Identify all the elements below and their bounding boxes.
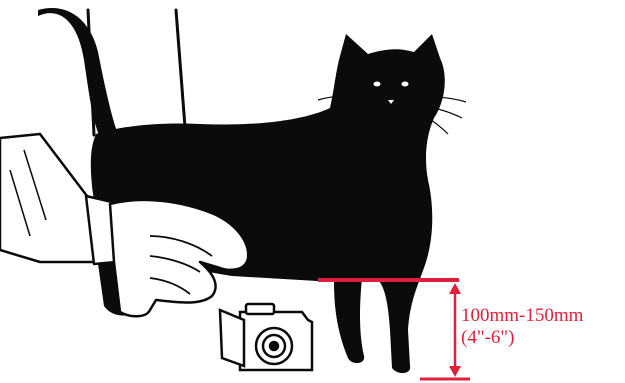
measurement-label-metric: 100mm-150mm — [461, 305, 583, 327]
camera-icon — [220, 304, 312, 370]
arrow-up-icon — [449, 283, 461, 294]
measurement-label-imperial: (4"-6") — [461, 327, 515, 349]
arrow-down-icon — [449, 366, 461, 377]
